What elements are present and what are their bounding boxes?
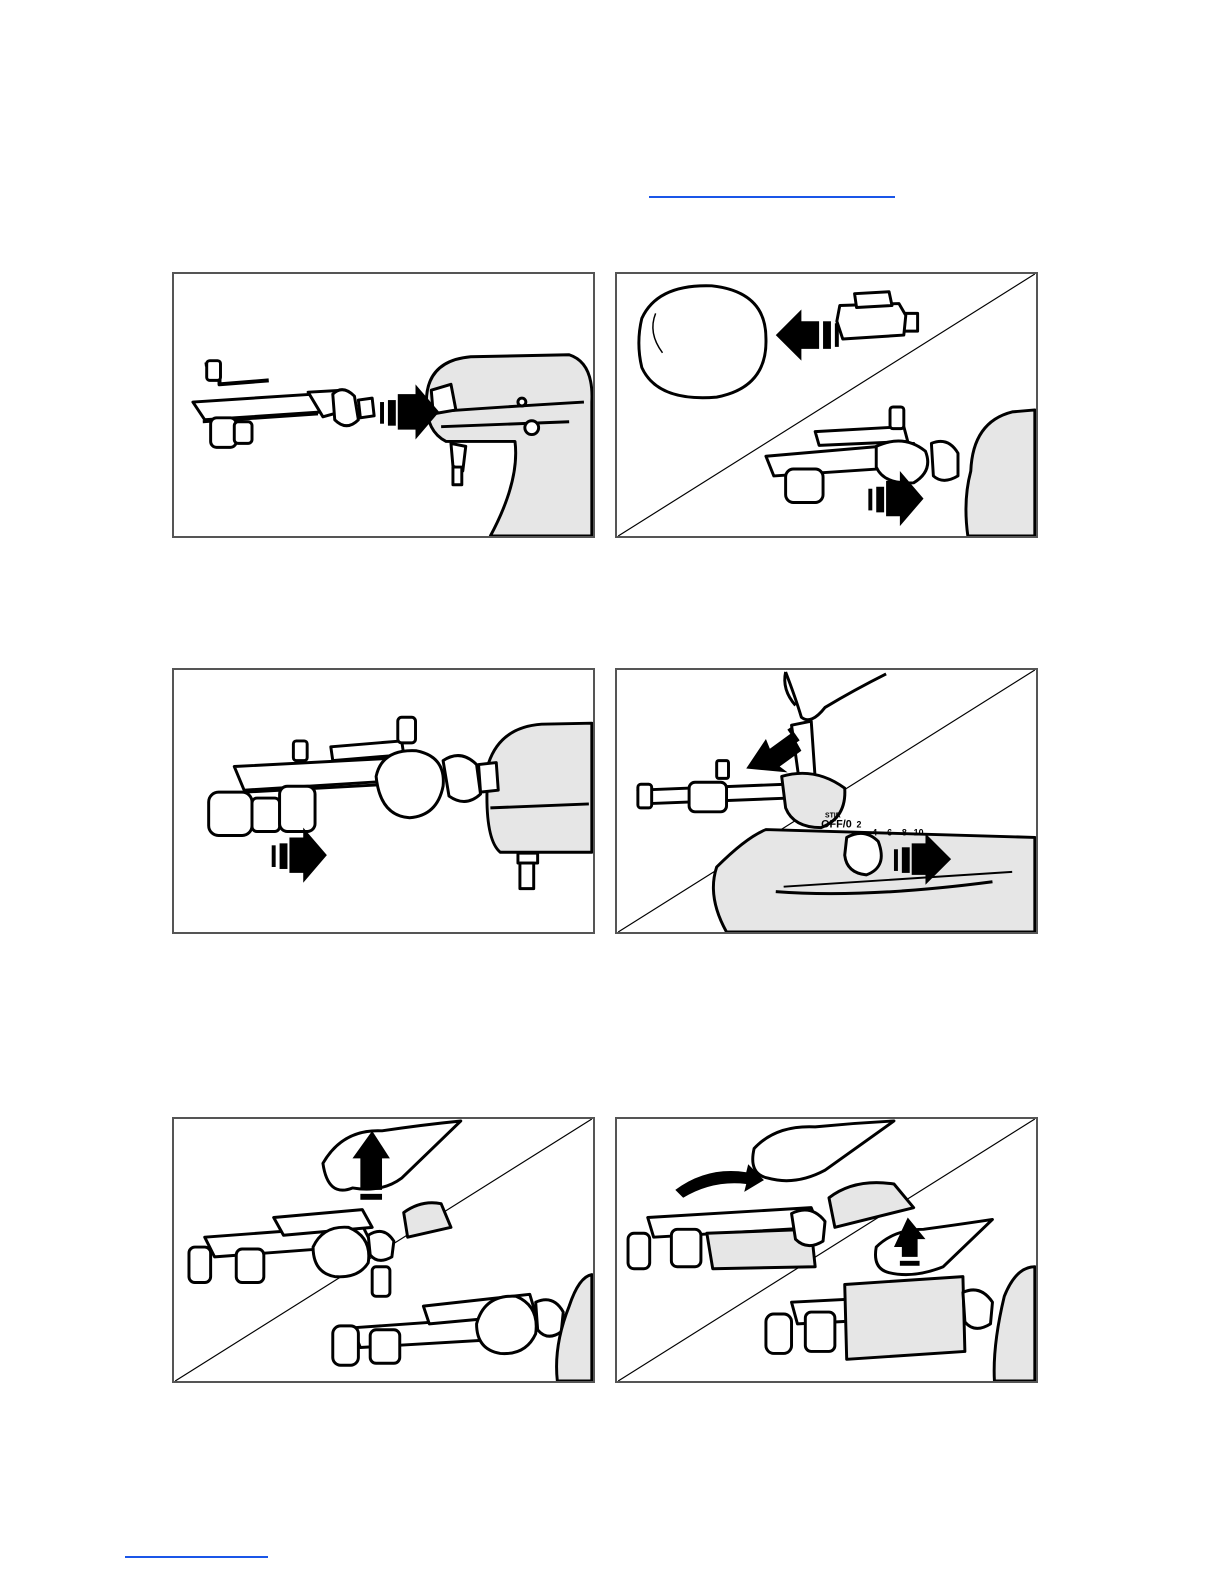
speed-mark-2: 2 [857,820,862,830]
figure-1-illustration [174,274,593,536]
figure-3-illustration [174,670,593,932]
top-link-underline[interactable] [649,196,895,198]
speed-mark-4: 4 [872,827,877,837]
figure-6-illustration [617,1119,1036,1381]
footer-link-underline[interactable] [125,1556,268,1558]
figure-1-attach-peeler [172,272,595,538]
speed-off-label: OFF/0 [821,819,852,831]
figure-5-illustration [174,1119,593,1381]
figure-3-slide-apple [172,668,595,934]
figure-2-apple-onto-fork [615,272,1038,538]
figure-6-remove-slicer [615,1117,1038,1383]
figure-2-illustration [617,274,1036,536]
figure-4-illustration: STIR OFF/0 2 4 6 8 10 [617,670,1036,932]
speed-mark-6: 6 [887,827,892,837]
figure-5-lift-blade-arm [172,1117,595,1383]
speed-mark-10: 10 [914,827,924,837]
figure-4-lower-blade-set-speed: STIR OFF/0 2 4 6 8 10 [615,668,1038,934]
speed-mark-8: 8 [902,827,907,837]
